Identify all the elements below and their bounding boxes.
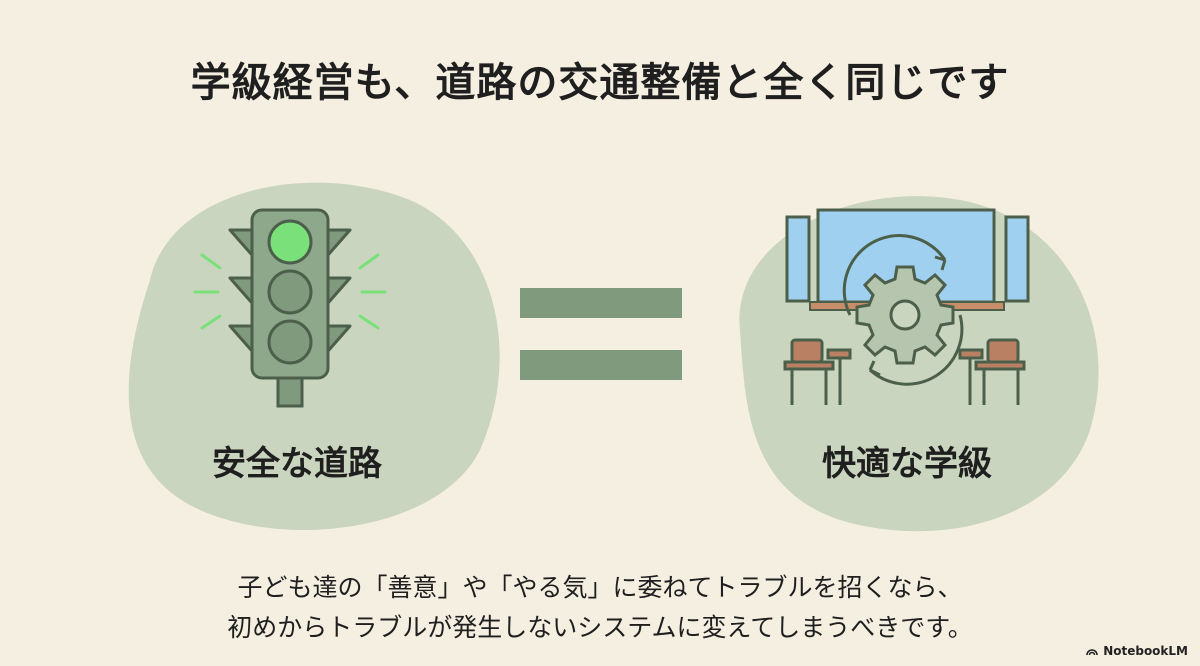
caption: 子ども達の「善意」や「やる気」に委ねてトラブルを招くなら、 初めからトラブルが発… xyxy=(0,568,1200,648)
brand-logo: NotebookLM xyxy=(1085,644,1188,658)
classroom-gear-icon xyxy=(783,208,1030,405)
brand-name: NotebookLM xyxy=(1103,644,1188,658)
caption-line-2: 初めからトラブルが発生しないシステムに変えてしまうべきです。 xyxy=(227,613,973,642)
equals-bar-bottom xyxy=(520,350,682,380)
caption-line-1: 子ども達の「善意」や「やる気」に委ねてトラブルを招くなら、 xyxy=(237,573,963,602)
equals-bar-top xyxy=(520,288,682,318)
page-title: 学級経営も、道路の交通整備と全く同じです xyxy=(190,60,1010,106)
equals-sign xyxy=(520,288,682,380)
notebooklm-icon xyxy=(1086,649,1098,656)
left-label: 安全な道路 xyxy=(212,444,382,484)
traffic-light-icon xyxy=(193,208,387,408)
right-label: 快適な学級 xyxy=(822,444,992,484)
